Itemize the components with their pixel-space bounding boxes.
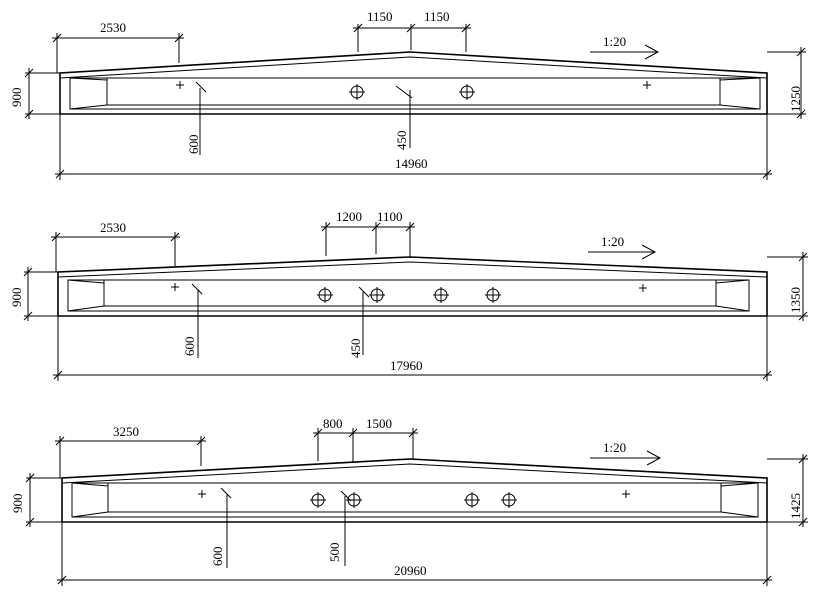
hole-icon	[310, 492, 326, 508]
beam-2-dimension-lines	[23, 222, 808, 381]
beam-2-holes	[171, 283, 647, 303]
dim-total-length: 17960	[390, 358, 423, 373]
beam-1: 2530 1150 1150 1:20 900 1250 600 450 149…	[9, 9, 806, 180]
dim-height-left: 900	[9, 88, 24, 108]
beam-3-dimension-labels: 3250 800 1500 1:20 900 1425 600 500 2096…	[10, 416, 803, 578]
lift-point-icon	[622, 490, 630, 498]
dim-bottom-a: 600	[210, 547, 225, 567]
slope-label: 1:20	[601, 234, 624, 249]
beam-2-dimension-labels: 2530 1200 1100 1:20 900 1350 600 450 179…	[9, 209, 803, 373]
dim-top-left: 3250	[113, 424, 139, 439]
lift-point-icon	[198, 490, 206, 498]
lift-point-icon	[171, 283, 179, 291]
dim-height-left: 900	[10, 494, 25, 514]
dim-total-length: 20960	[394, 563, 427, 578]
hole-icon	[317, 287, 333, 303]
beam-2: 2530 1200 1100 1:20 900 1350 600 450 179…	[9, 209, 808, 381]
lift-point-icon	[639, 284, 647, 292]
hole-icon	[459, 84, 475, 100]
beam-1-dimension-lines	[24, 23, 806, 180]
beam-1-dimension-labels: 2530 1150 1150 1:20 900 1250 600 450 149…	[9, 9, 803, 171]
dim-height-right: 1250	[788, 86, 803, 112]
dim-bottom-b: 450	[394, 131, 409, 151]
dim-bottom-b: 500	[327, 543, 342, 563]
hole-icon	[346, 492, 362, 508]
beam-3-outline	[61, 458, 768, 523]
dim-top-mid-right: 1500	[366, 416, 392, 431]
dim-bottom-a: 600	[186, 135, 201, 155]
dim-top-left: 2530	[100, 220, 126, 235]
beam-3-holes	[198, 490, 630, 508]
dim-total-length: 14960	[395, 156, 428, 171]
dim-top-mid-right: 1100	[377, 209, 403, 224]
hole-icon	[464, 492, 480, 508]
beam-2-outline	[57, 256, 768, 317]
dim-bottom-a: 600	[182, 337, 197, 357]
slope-label: 1:20	[603, 34, 626, 49]
beam-1-holes	[176, 81, 651, 100]
lift-point-icon	[176, 81, 184, 89]
beam-3-dimension-lines	[25, 428, 808, 586]
dim-top-mid-right: 1150	[424, 9, 450, 24]
dim-bottom-b: 450	[348, 339, 363, 359]
hole-icon	[433, 287, 449, 303]
dim-top-left: 2530	[100, 20, 126, 35]
slope-label: 1:20	[603, 440, 626, 455]
dim-top-mid-left: 1150	[367, 9, 393, 24]
dim-height-right: 1350	[788, 287, 803, 313]
hole-icon	[369, 287, 385, 303]
dim-top-mid-left: 800	[323, 416, 343, 431]
beam-1-outline	[59, 51, 768, 115]
hole-icon	[501, 492, 517, 508]
dim-height-left: 900	[9, 288, 24, 308]
hole-icon	[485, 287, 501, 303]
beam-3: 3250 800 1500 1:20 900 1425 600 500 2096…	[10, 416, 808, 586]
lift-point-icon	[643, 81, 651, 89]
hole-icon	[349, 84, 365, 100]
dim-height-right: 1425	[788, 493, 803, 519]
dim-top-mid-left: 1200	[336, 209, 362, 224]
